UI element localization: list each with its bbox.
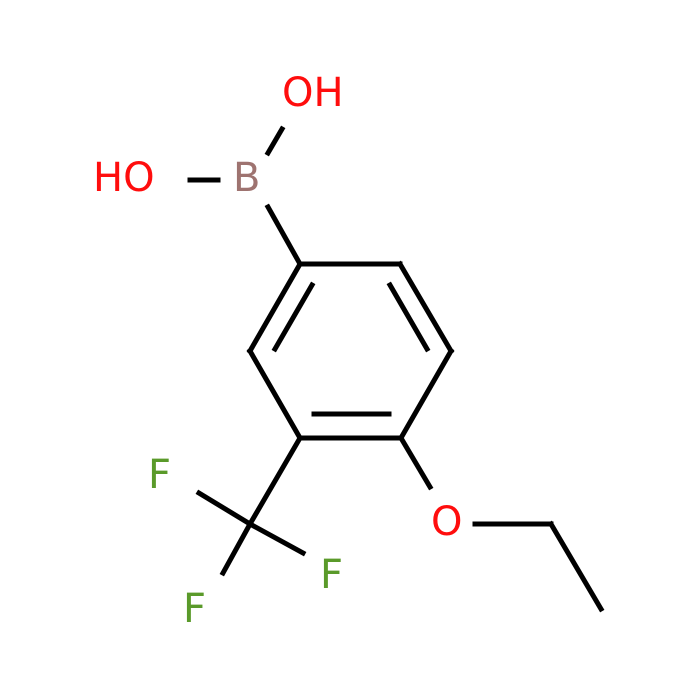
ring-bond-2: [396, 260, 455, 355]
ring-inner-bond-1: [386, 281, 431, 353]
atom-fluorine-lower: F: [183, 586, 206, 632]
atom-ho-left: HO: [93, 155, 155, 201]
atom-oh-top: OH: [282, 70, 344, 116]
ring-inner-bond-3: [271, 281, 316, 353]
atom-fluorine-upper: F: [148, 452, 171, 498]
bond-b-oh-top: [264, 125, 286, 157]
atom-boron: B: [233, 155, 260, 201]
ring-bond-6: [246, 260, 304, 355]
bond-b-ring: [264, 203, 304, 268]
bond-c-f-lower: [219, 520, 254, 577]
ring-bond-5: [246, 347, 304, 442]
ring-bond-3: [397, 347, 455, 442]
atom-fluorine-right: F: [320, 552, 343, 598]
atom-oxygen-ether: O: [431, 499, 462, 545]
bond-ring-o: [397, 434, 434, 491]
bond-c-f-upper: [195, 489, 254, 528]
bond-ring-cf3: [246, 434, 304, 528]
bond-c-f-right: [246, 520, 307, 557]
bond-ch2-ch3: [547, 520, 605, 613]
